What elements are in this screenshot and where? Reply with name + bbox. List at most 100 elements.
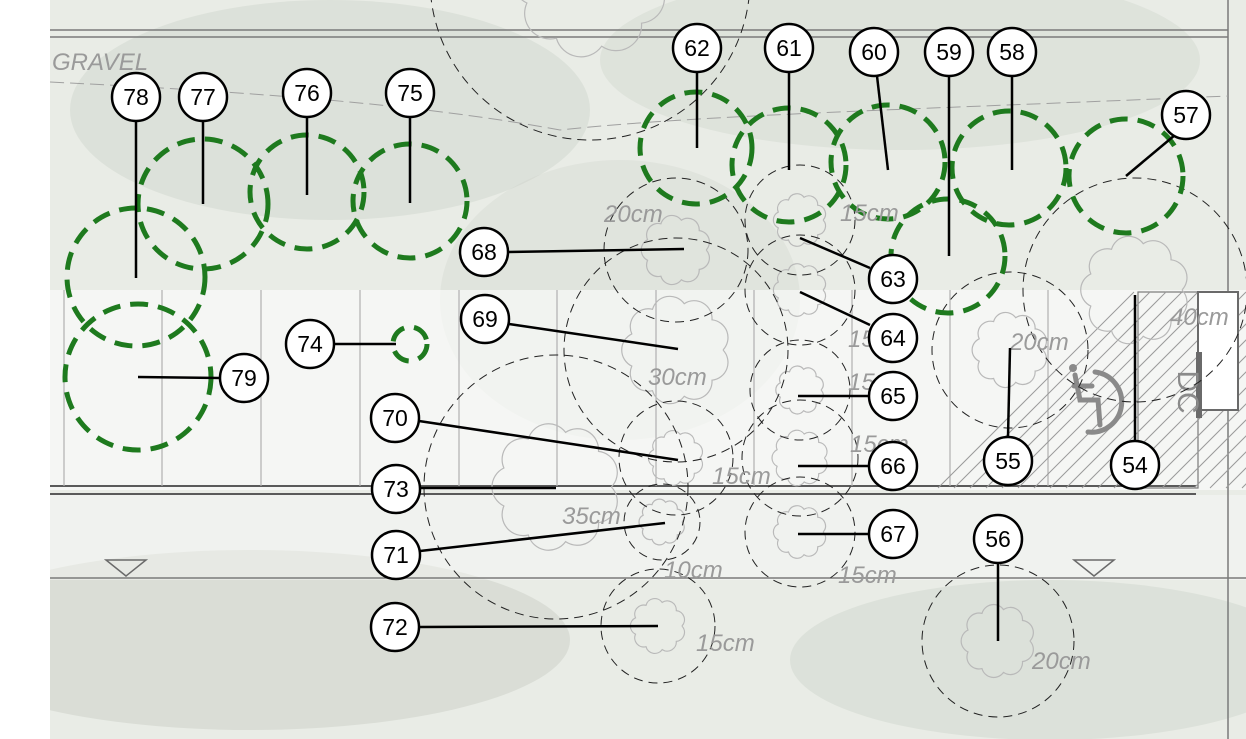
hatch-line	[1177, 419, 1246, 489]
tree-tag-number: 73	[383, 476, 409, 502]
tag-leader-line	[799, 290, 871, 327]
tree-tag-bubble	[867, 440, 919, 492]
tag-leader-line	[1125, 134, 1176, 177]
existing-tree-canopy	[618, 400, 734, 516]
tree-tag-bubble	[369, 601, 421, 653]
existing-tree-canopy	[423, 354, 689, 620]
wheelchair-icon	[1069, 364, 1125, 435]
existing-tree-canopy	[563, 237, 789, 463]
canopy-sketch-layer	[491, 0, 1188, 679]
tree-tag-number: 77	[190, 84, 216, 110]
tree-tag-number: 71	[383, 542, 409, 568]
canopy-dimension-label: 15cm	[712, 463, 771, 490]
tree-tag-number: 69	[472, 306, 498, 332]
tree-tag-bubble	[763, 22, 815, 74]
tree-tag-number: 79	[231, 365, 257, 391]
existing-tree-canopy	[1022, 177, 1246, 403]
tree-tag-number: 70	[382, 405, 408, 431]
tree-tag-bubble	[110, 71, 162, 123]
tree-tag-number: 58	[999, 39, 1025, 65]
aerial-shadow	[790, 580, 1246, 739]
tree-tag-bubble	[848, 26, 900, 78]
canopy-dimension-label: 30cm	[648, 364, 707, 391]
tree-crown-sketch	[772, 505, 827, 559]
tree-tag-bubble	[284, 318, 336, 370]
hatch-line	[1161, 403, 1246, 489]
tag-leader-line	[875, 75, 890, 171]
tag-leader-line	[799, 236, 871, 270]
hatch-line	[937, 291, 1135, 489]
tree-tag-layer: 5455565758596061626364656667686970717273…	[110, 22, 1212, 653]
tree-crown-sketch	[771, 429, 828, 487]
tree-crown-sketch	[647, 429, 704, 487]
canopy-dimension-label: 40cm	[1170, 304, 1229, 331]
tree-tag-number: 65	[880, 383, 906, 409]
tag-leader-line	[419, 521, 666, 553]
building-edge	[1197, 291, 1239, 411]
hatch-line	[1145, 387, 1246, 489]
tree-crown-sketch	[775, 365, 824, 415]
lower-strip	[50, 495, 1246, 580]
tree-crown-sketch	[772, 263, 827, 317]
hatch-line	[1001, 291, 1199, 489]
dimension-label-layer: 20cm15cm15cm20cm30cm15cm15cm15cm35cm10cm…	[562, 200, 1229, 675]
tree-tag-number: 63	[880, 266, 906, 292]
tree-tag-bubble	[867, 312, 919, 364]
existing-tree-canopy	[744, 234, 856, 346]
canopy-dimension-label: 15cm	[838, 562, 897, 589]
new-tree-canopy	[1066, 116, 1186, 236]
tree-tag-bubble	[671, 22, 723, 74]
tree-tag-bubble	[867, 253, 919, 305]
tree-tag-bubble	[923, 26, 975, 78]
aerial-shadow	[70, 0, 590, 220]
canopy-dimension-label: 20cm	[603, 201, 663, 228]
tree-tag-number: 75	[397, 80, 423, 106]
tree-crown-sketch	[638, 498, 685, 546]
building-wall	[1196, 352, 1202, 418]
tree-tag-bubble	[982, 435, 1034, 487]
tag-leader-line	[137, 375, 221, 380]
tree-tag-bubble	[458, 226, 510, 278]
existing-tree-canopy	[600, 568, 716, 684]
tag-leader-line	[507, 247, 685, 254]
tree-tag-number: 56	[985, 526, 1011, 552]
hatch-line	[1017, 291, 1215, 489]
tree-tag-bubble	[218, 352, 270, 404]
tree-tag-bubble	[384, 67, 436, 119]
existing-tree-canopy	[623, 483, 701, 561]
tree-tag-bubble	[370, 529, 422, 581]
grade-arrow	[103, 559, 149, 577]
accessible-stall: DC	[937, 291, 1246, 489]
new-tree-canopy	[949, 108, 1069, 228]
tag-leader-line	[1006, 347, 1012, 438]
canopy-dimension-label: 10cm	[664, 557, 723, 584]
tree-tag-number: 54	[1122, 452, 1148, 478]
dc-label: DC	[1171, 370, 1204, 413]
new-tree-canopy	[390, 324, 430, 364]
tree-tag-bubble	[867, 370, 919, 422]
tree-crown-sketch	[621, 295, 729, 405]
existing-canopy-layer	[423, 0, 1246, 718]
new-tree-canopy	[828, 102, 948, 222]
tree-tag-bubble	[281, 67, 333, 119]
tree-tag-number: 78	[123, 84, 149, 110]
aerial-shadow	[50, 550, 570, 730]
tree-tag-number: 62	[684, 35, 710, 61]
tree-crown-sketch	[1080, 235, 1188, 345]
tree-crown-sketch	[971, 311, 1047, 389]
tag-leader-line	[418, 419, 679, 462]
existing-tree-canopy	[741, 399, 859, 517]
canopy-dimension-label: 15cm	[840, 200, 899, 227]
tree-tag-number: 57	[1173, 102, 1199, 128]
existing-tree-canopy	[749, 339, 851, 441]
tree-crown-sketch	[960, 603, 1034, 679]
tree-tag-number: 68	[471, 239, 497, 265]
tree-tag-number: 66	[880, 453, 906, 479]
tree-tag-number: 59	[936, 39, 962, 65]
existing-tree-canopy	[931, 271, 1089, 429]
tree-tag-number: 76	[294, 80, 320, 106]
tree-tag-bubble	[370, 463, 422, 515]
hatch-line	[1193, 435, 1246, 489]
